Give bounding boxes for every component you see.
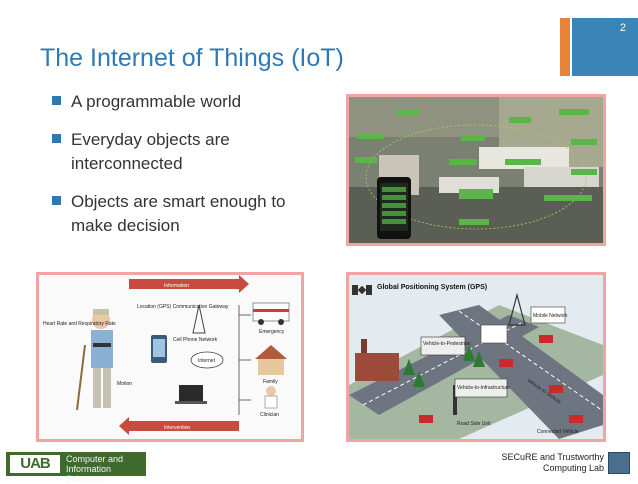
connected-vehicle-label: Connected Vehicle: [537, 429, 579, 435]
tree-icon: [413, 371, 425, 387]
lab-name-line-1: SECuRE and Trustworthy: [501, 452, 604, 462]
tree-icon: [463, 345, 475, 361]
location-label: Location (GPS) Communication Gateway: [137, 304, 229, 310]
uab-logo-text: UAB: [10, 455, 60, 473]
bullet-text: A programmable world: [71, 92, 242, 111]
factory-icon: [355, 353, 399, 381]
motion-label: Motion: [117, 381, 132, 387]
gps-label: Global Positioning System (GPS): [377, 284, 487, 291]
uab-logo: UAB Computer and Information Sciences: [6, 452, 146, 484]
person-head: [92, 311, 110, 329]
bullet-item: A programmable world: [52, 90, 322, 114]
department-line-1: Computer and: [66, 454, 124, 464]
healthcare-image: Information Intervention Heart Rate and …: [36, 272, 304, 442]
building-icon: [480, 324, 508, 344]
lab-logo-icon: [608, 452, 630, 474]
car-icon: [549, 385, 563, 393]
tree-icon: [473, 351, 485, 367]
car-icon: [419, 415, 433, 423]
internet-label: Internet: [198, 358, 216, 364]
cell-tower-icon: [192, 304, 206, 334]
bullet-item: Objects are smart enough to make decisio…: [52, 190, 322, 238]
family-label: Family: [263, 379, 278, 385]
v2p-label: Vehicle-to-Pedestrian: [423, 341, 471, 347]
healthcare-diagram: Information Intervention Heart Rate and …: [39, 275, 301, 439]
intervention-label: Intervention: [164, 425, 190, 431]
bullet-square-icon: [52, 134, 61, 143]
smart-home-image: [346, 94, 606, 246]
bullet-list: A programmable world Everyday objects ar…: [52, 90, 322, 252]
bullet-text: Objects are smart enough to make decisio…: [71, 192, 286, 235]
corner-accent-orange: [560, 18, 570, 76]
v2x-diagram: Global Positioning System (GPS) Mobile N…: [349, 275, 603, 439]
department-name: Computer and Information Sciences: [66, 454, 146, 484]
person-body: [91, 330, 113, 368]
bullet-square-icon: [52, 96, 61, 105]
clinician-icon: [266, 386, 276, 396]
road-side-unit-label: Road Side Unit: [457, 421, 491, 427]
satellite-icon: [357, 285, 367, 295]
information-label: Information: [164, 283, 189, 289]
lab-name-line-2: Computing Lab: [542, 463, 604, 473]
car-icon: [499, 359, 513, 367]
bullet-item: Everyday objects are interconnected: [52, 128, 322, 176]
intervention-arrow: [119, 417, 239, 435]
cell-network-label: Cell Phone Network: [173, 337, 218, 343]
corner-accent-blue: [572, 18, 638, 76]
lab-name: SECuRE and Trustworthy Computing Lab: [501, 452, 604, 474]
information-arrow: [129, 275, 249, 293]
v2i-label: Vehicle-to-Infrastructure: [457, 385, 510, 391]
mobile-tower-icon: [508, 292, 526, 326]
v2x-image: Global Positioning System (GPS) Mobile N…: [346, 272, 606, 442]
house-icon: [255, 345, 287, 359]
road-side-unit-icon: [453, 385, 457, 415]
clinician-label: Clinician: [260, 412, 279, 418]
car-icon: [539, 335, 553, 343]
department-line-2: Information Sciences: [66, 464, 112, 484]
car-icon: [569, 415, 583, 423]
emergency-label: Emergency: [259, 329, 285, 335]
tree-icon: [403, 359, 415, 375]
bullet-text: Everyday objects are interconnected: [71, 130, 230, 173]
laptop-icon: [179, 385, 203, 401]
slide-title: The Internet of Things (IoT): [40, 44, 344, 72]
internet-cloud-icon: [190, 351, 224, 369]
smart-home-illustration: [349, 97, 603, 243]
page-number: 2: [619, 22, 626, 34]
heart-rate-label: Heart Rate and Respiratory Rate: [43, 321, 116, 327]
bullet-square-icon: [52, 196, 61, 205]
mobile-network-label: Mobile Network: [533, 313, 568, 319]
